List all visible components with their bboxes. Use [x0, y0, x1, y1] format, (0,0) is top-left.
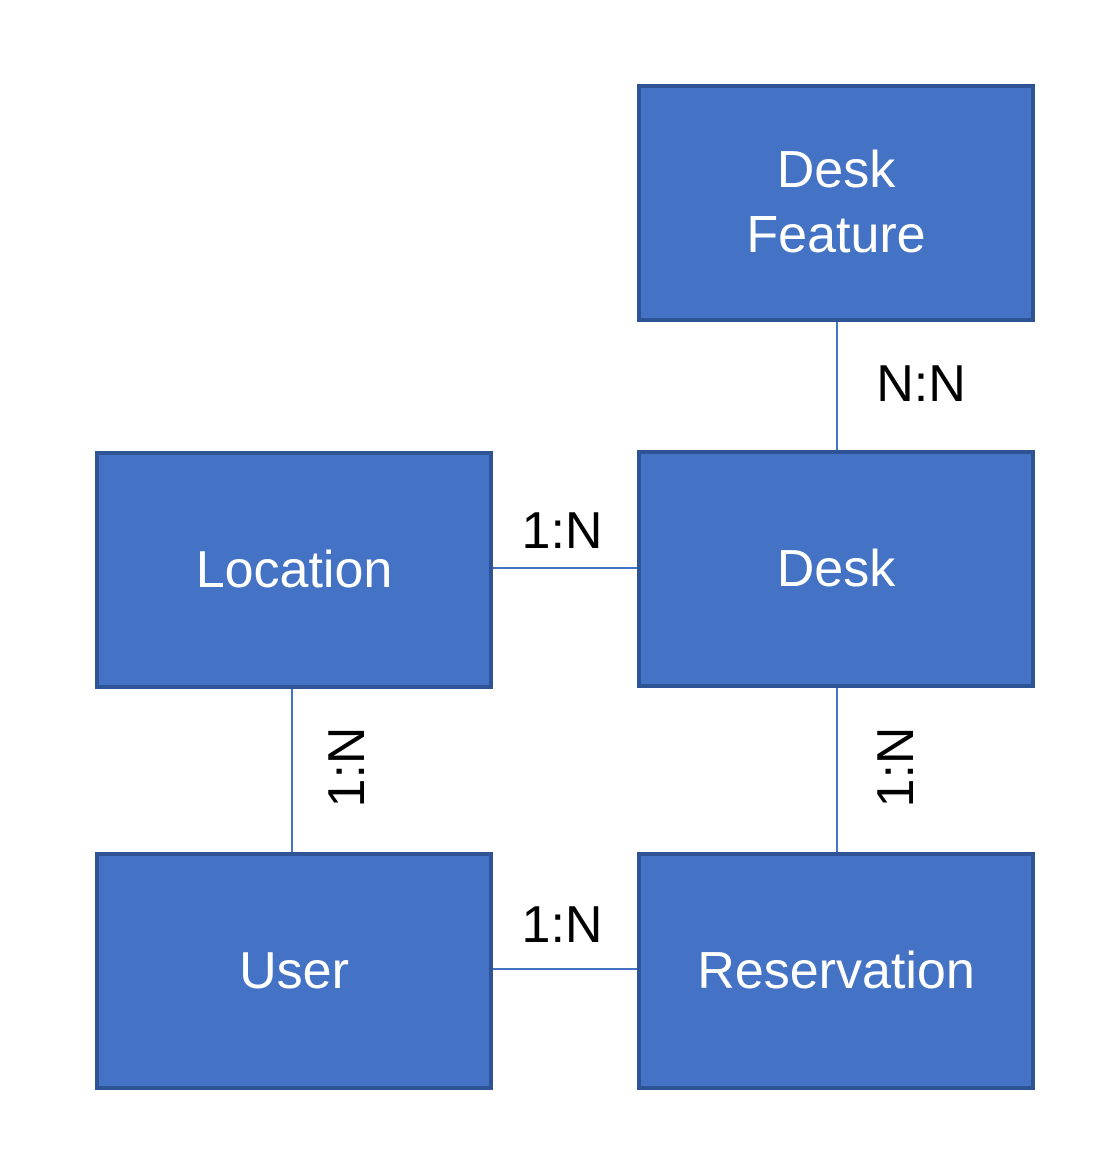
connector-location-user [291, 687, 293, 854]
entity-reservation[interactable]: Reservation [637, 852, 1035, 1090]
cardinality-label-location-desk: 1:N [521, 502, 603, 560]
cardinality-label-desk-reservation: 1:N [867, 726, 925, 808]
connector-deskfeature-desk [836, 322, 838, 452]
entity-desk-label: Desk [776, 539, 896, 598]
entity-location[interactable]: Location [95, 451, 493, 689]
connector-user-reservation [491, 968, 639, 970]
entity-desk-feature[interactable]: Desk Feature [637, 84, 1035, 322]
entity-location-label: Location [195, 540, 393, 599]
entity-user-label: User [239, 941, 349, 1000]
cardinality-label-user-reservation: 1:N [521, 896, 603, 954]
connector-location-desk [491, 567, 639, 569]
entity-reservation-label: Reservation [697, 941, 975, 1000]
entity-user[interactable]: User [95, 852, 493, 1090]
entity-desk-feature-label: Desk Feature [746, 141, 926, 264]
entity-desk[interactable]: Desk [637, 450, 1035, 688]
cardinality-label-deskfeature-desk: N:N [876, 355, 966, 413]
connector-desk-reservation [836, 686, 838, 854]
cardinality-label-location-user: 1:N [318, 726, 376, 808]
